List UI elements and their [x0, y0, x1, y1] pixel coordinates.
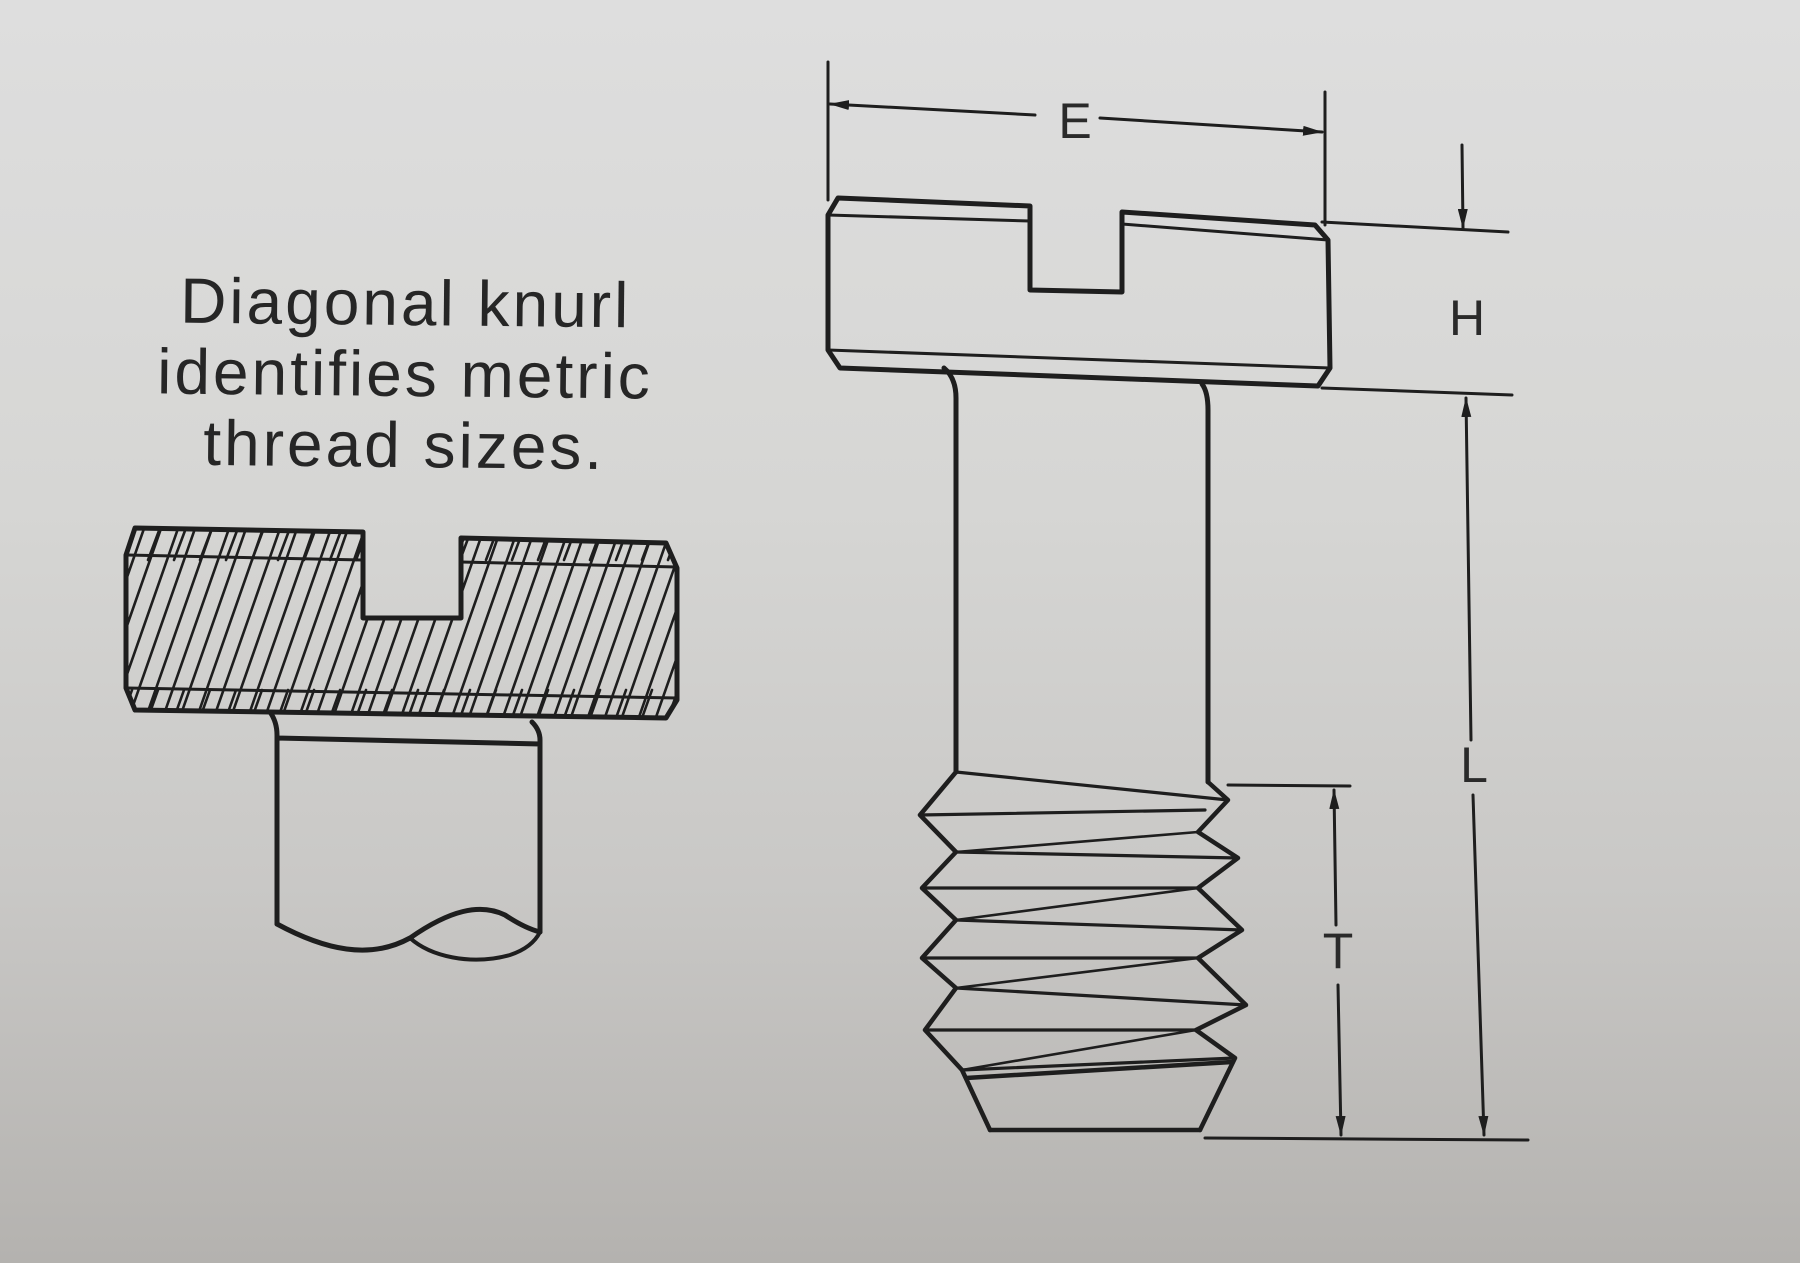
knurl-band-tick: [588, 528, 604, 718]
dim-E-arrow-right: [1098, 116, 1324, 136]
knurl-line: [500, 528, 574, 718]
dim-T-label: T: [1323, 923, 1354, 979]
dim-L-label: L: [1460, 737, 1488, 793]
knurl-line: [126, 528, 166, 718]
captive-screw-illustration: [825, 195, 1333, 1133]
knurl-line: [126, 528, 132, 718]
knurl-line: [534, 528, 608, 718]
knurl-line: [449, 528, 523, 718]
dim-E-arrow-left: [828, 100, 1037, 117]
knurl-line: [126, 528, 183, 718]
thread-tip: [963, 1059, 1235, 1133]
knurl-line: [619, 528, 677, 718]
dim-L-arrow-top: [1461, 396, 1473, 742]
knurl-band-tick: [96, 528, 108, 718]
thread-profile-right: [1193, 779, 1249, 1133]
dim-L-arrow-bottom: [1471, 793, 1489, 1137]
knurl-line: [670, 528, 677, 718]
knurl-line: [689, 520, 759, 720]
knurl-band-tick: [694, 528, 706, 718]
screw-shank-outline: [941, 365, 1211, 785]
knurl-line: [228, 528, 302, 718]
dim-T-arrow-top: [1329, 788, 1340, 927]
knurled-head-illustration: [70, 520, 827, 962]
knurled-shank-outline: [267, 709, 543, 935]
knurl-line: [636, 528, 677, 718]
knurl-line: [723, 520, 793, 720]
dim-E-label: E: [1058, 93, 1091, 149]
knurl-bottom-band: [124, 686, 679, 700]
knurl-band-tick: [746, 528, 758, 718]
knurl-line: [740, 520, 810, 720]
dim-T-arrow-bottom: [1335, 983, 1346, 1137]
knurl-line: [126, 528, 149, 718]
dim-H-extension-top: [1320, 220, 1510, 234]
dim-H-extension-bottom: [1320, 386, 1514, 397]
knurl-line: [262, 528, 336, 718]
screw-head-outline: [825, 195, 1333, 389]
knurl-line: [757, 520, 827, 720]
dimension-E: E: [826, 60, 1327, 227]
thread-profile-left: [917, 769, 993, 1133]
shank-break-line-inner: [408, 930, 542, 962]
knurl-line: [602, 528, 676, 718]
dim-L-extension-bottom: [1203, 1136, 1530, 1142]
thread-section: [917, 769, 1249, 1133]
dimension-H: H: [1320, 143, 1514, 397]
shank-break-line: [274, 906, 543, 953]
knurl-line: [296, 528, 370, 718]
knurl-line: [177, 528, 251, 718]
screw-head-bottom-chamfer: [826, 348, 1332, 370]
knurl-band-tick: [720, 528, 732, 718]
knurl-line: [160, 528, 234, 718]
knurl-band-tick: [536, 528, 552, 718]
knurl-line: [211, 528, 285, 718]
dim-T-extension-top: [1226, 783, 1352, 788]
dimension-L: L: [1203, 396, 1530, 1142]
knurled-head-outline: [123, 525, 680, 721]
knurl-line: [483, 528, 557, 718]
knurl-line: [126, 528, 200, 718]
knurl-line: [432, 528, 506, 718]
knurl-line: [568, 528, 642, 718]
knurl-line: [551, 528, 625, 718]
screw-head-top-chamfer: [826, 213, 1330, 242]
dim-H-arrow-top: [1457, 143, 1468, 230]
thread-roots: [954, 830, 1200, 1072]
knurl-band-tick: [432, 528, 448, 718]
dim-H-label: H: [1449, 290, 1485, 346]
knurl-line: [706, 520, 776, 720]
thread-crests: [918, 770, 1248, 1072]
knurl-line: [466, 528, 540, 718]
knurl-top-band: [124, 553, 679, 569]
knurl-line: [517, 528, 591, 718]
dimension-T: T: [1226, 783, 1354, 1137]
knurl-band-tick: [70, 528, 82, 718]
knurl-line: [653, 528, 677, 718]
knurl-line: [279, 528, 353, 718]
